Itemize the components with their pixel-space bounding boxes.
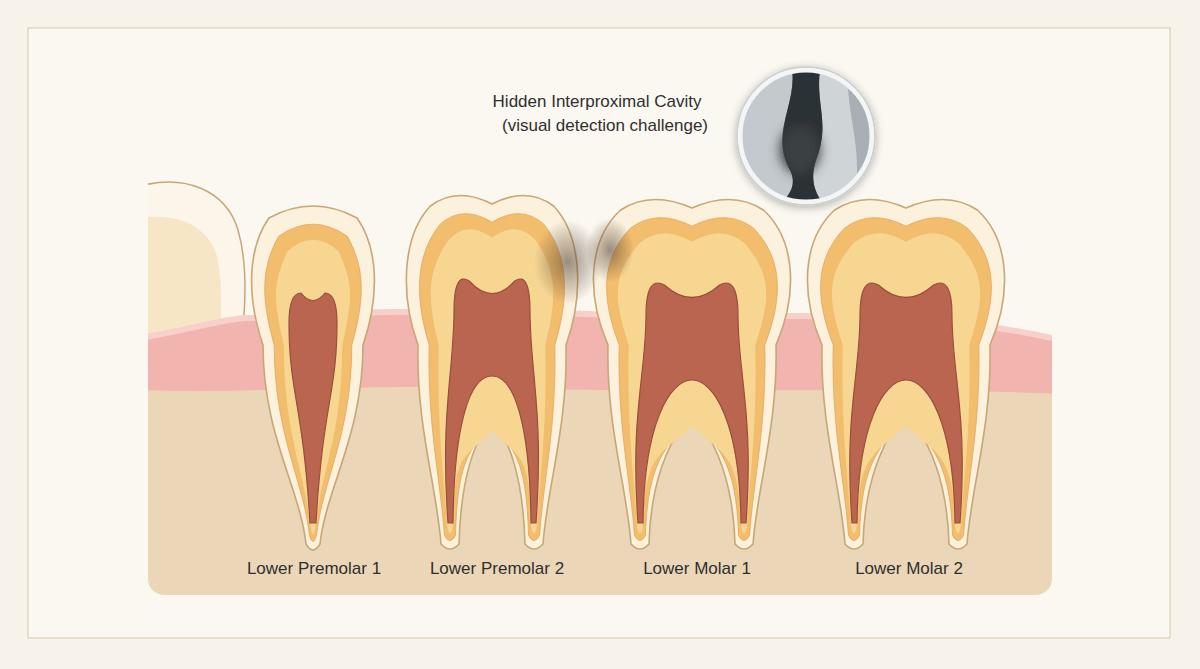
tooth-pulp: [850, 283, 962, 523]
tooth-inner-dentin: [832, 233, 980, 533]
magnifier: [730, 60, 890, 215]
tooth-dentin: [607, 218, 778, 541]
callout-label: Hidden Interproximal Cavity: [493, 92, 702, 112]
magnifier-ring: [740, 70, 872, 202]
xray-lesion: [780, 126, 820, 174]
tooth-pulp: [289, 293, 337, 523]
tooth-pulp: [636, 283, 748, 523]
tooth-label: Lower Molar 1: [643, 559, 751, 579]
teeth: [252, 195, 1005, 550]
tooth-inner-dentin: [618, 233, 766, 533]
frame: [28, 28, 1170, 638]
xray-image: [730, 60, 890, 215]
tooth-inner-dentin: [431, 229, 553, 533]
tooth-enamel: [807, 199, 1004, 549]
magnifier-rim: [737, 67, 875, 205]
tooth-pulp: [446, 279, 539, 523]
tooth-inner-dentin: [276, 240, 350, 535]
tooth-enamel: [252, 206, 375, 550]
tooth-dentin: [821, 218, 992, 541]
tooth-dentin: [265, 224, 362, 541]
cavity-shadow-blob: [586, 218, 634, 282]
tooth: [807, 199, 1004, 549]
tooth-label: Lower Premolar 1: [247, 559, 381, 579]
xray-tooth-shade: [848, 60, 890, 215]
tooth-label: Lower Premolar 2: [430, 559, 564, 579]
tooth: [252, 206, 375, 550]
cavity-shadow: [534, 218, 634, 304]
callout-label: (visual detection challenge): [502, 116, 708, 136]
tooth-label: Lower Molar 2: [855, 559, 963, 579]
